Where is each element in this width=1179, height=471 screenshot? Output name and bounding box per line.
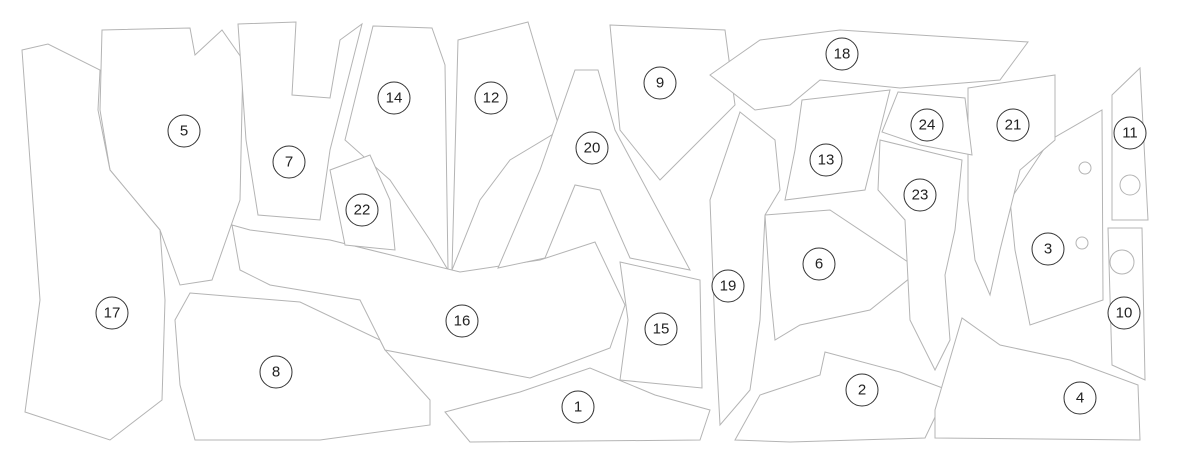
pattern-piece-18 bbox=[709, 29, 1029, 111]
piece-number-label: 23 bbox=[912, 187, 929, 204]
pattern-piece-21 bbox=[967, 74, 1056, 297]
piece-number-circle bbox=[809, 143, 843, 177]
pattern-piece-2 bbox=[734, 351, 949, 443]
cutout-hole bbox=[1119, 174, 1141, 196]
piece-number-circle bbox=[845, 373, 879, 407]
pattern-piece-23 bbox=[877, 139, 963, 372]
piece-number-circle bbox=[644, 312, 678, 346]
piece-number-label: 13 bbox=[818, 152, 835, 169]
piece-number-circle bbox=[575, 131, 609, 165]
piece-number-badge: 23 bbox=[903, 178, 937, 212]
piece-number-label: 14 bbox=[386, 90, 403, 107]
piece-number-badge: 21 bbox=[996, 108, 1030, 142]
piece-number-badge: 22 bbox=[345, 193, 379, 227]
piece-number-badge: 3 bbox=[1031, 232, 1065, 266]
piece-number-circle bbox=[996, 108, 1030, 142]
piece-number-badge: 15 bbox=[644, 312, 678, 346]
piece-number-label: 8 bbox=[272, 364, 280, 381]
piece-number-circle bbox=[167, 114, 201, 148]
piece-number-badge: 9 bbox=[643, 66, 677, 100]
piece-number-label: 16 bbox=[454, 313, 471, 330]
piece-number-circle bbox=[711, 269, 745, 303]
cutout-hole bbox=[1075, 236, 1089, 250]
piece-number-label: 24 bbox=[919, 117, 936, 134]
piece-number-circle bbox=[561, 390, 595, 424]
piece-number-badge: 7 bbox=[272, 145, 306, 179]
pattern-piece-19 bbox=[709, 111, 781, 427]
pattern-piece-6 bbox=[764, 209, 921, 341]
pattern-piece-9 bbox=[609, 24, 736, 181]
cutout-hole bbox=[1078, 161, 1092, 175]
piece-number-circle bbox=[272, 145, 306, 179]
piece-number-circle bbox=[903, 178, 937, 212]
piece-number-label: 5 bbox=[180, 123, 188, 140]
piece-number-badge: 14 bbox=[377, 81, 411, 115]
piece-number-badge: 1 bbox=[561, 390, 595, 424]
pattern-piece-8 bbox=[174, 292, 431, 441]
piece-number-label: 15 bbox=[653, 321, 670, 338]
piece-number-badge: 10 bbox=[1107, 296, 1141, 330]
piece-number-circle bbox=[910, 108, 944, 142]
piece-number-circle bbox=[1031, 232, 1065, 266]
piece-number-label: 6 bbox=[815, 256, 823, 273]
piece-number-circle bbox=[802, 247, 836, 281]
piece-number-label: 18 bbox=[834, 46, 851, 63]
piece-number-circle bbox=[95, 296, 129, 330]
piece-number-circle bbox=[474, 81, 508, 115]
piece-number-circle bbox=[1107, 296, 1141, 330]
piece-number-label: 19 bbox=[720, 278, 737, 295]
pattern-piece-20 bbox=[497, 69, 691, 271]
piece-number-badge: 19 bbox=[711, 269, 745, 303]
piece-number-label: 1 bbox=[574, 399, 582, 416]
piece-number-badge: 4 bbox=[1063, 381, 1097, 415]
piece-number-circle bbox=[1063, 381, 1097, 415]
piece-number-badge: 17 bbox=[95, 296, 129, 330]
piece-number-circle bbox=[377, 81, 411, 115]
piece-number-label: 7 bbox=[285, 154, 293, 171]
pattern-piece-7 bbox=[237, 21, 363, 221]
piece-number-circle bbox=[445, 304, 479, 338]
piece-number-badge: 12 bbox=[474, 81, 508, 115]
piece-number-badge: 18 bbox=[825, 37, 859, 71]
piece-number-label: 20 bbox=[584, 140, 601, 157]
pattern-piece-17 bbox=[21, 43, 166, 441]
piece-number-label: 21 bbox=[1005, 117, 1022, 134]
piece-number-label: 22 bbox=[354, 202, 371, 219]
piece-number-circle bbox=[1113, 116, 1147, 150]
piece-number-badge: 5 bbox=[167, 114, 201, 148]
piece-number-label: 12 bbox=[483, 90, 500, 107]
piece-number-label: 9 bbox=[656, 75, 664, 92]
piece-number-badge: 13 bbox=[809, 143, 843, 177]
piece-number-circle bbox=[825, 37, 859, 71]
piece-number-label: 11 bbox=[1122, 125, 1138, 142]
piece-number-label: 3 bbox=[1044, 241, 1052, 258]
piece-number-badge: 6 bbox=[802, 247, 836, 281]
piece-number-label: 17 bbox=[104, 305, 121, 322]
pattern-piece-13 bbox=[784, 89, 891, 201]
piece-number-circle bbox=[643, 66, 677, 100]
piece-number-label: 10 bbox=[1116, 305, 1133, 322]
piece-number-badge: 24 bbox=[910, 108, 944, 142]
piece-number-badge: 2 bbox=[845, 373, 879, 407]
piece-number-badge: 8 bbox=[259, 355, 293, 389]
piece-number-circle bbox=[259, 355, 293, 389]
piece-number-circle bbox=[345, 193, 379, 227]
pattern-piece-4 bbox=[934, 317, 1141, 441]
cutout-hole bbox=[1109, 249, 1135, 275]
piece-number-badge: 11 bbox=[1113, 116, 1147, 150]
piece-number-badge: 16 bbox=[445, 304, 479, 338]
piece-number-badge: 20 bbox=[575, 131, 609, 165]
pattern-piece-14 bbox=[344, 25, 449, 272]
piece-number-label: 2 bbox=[858, 382, 866, 399]
piece-number-label: 4 bbox=[1076, 390, 1084, 407]
